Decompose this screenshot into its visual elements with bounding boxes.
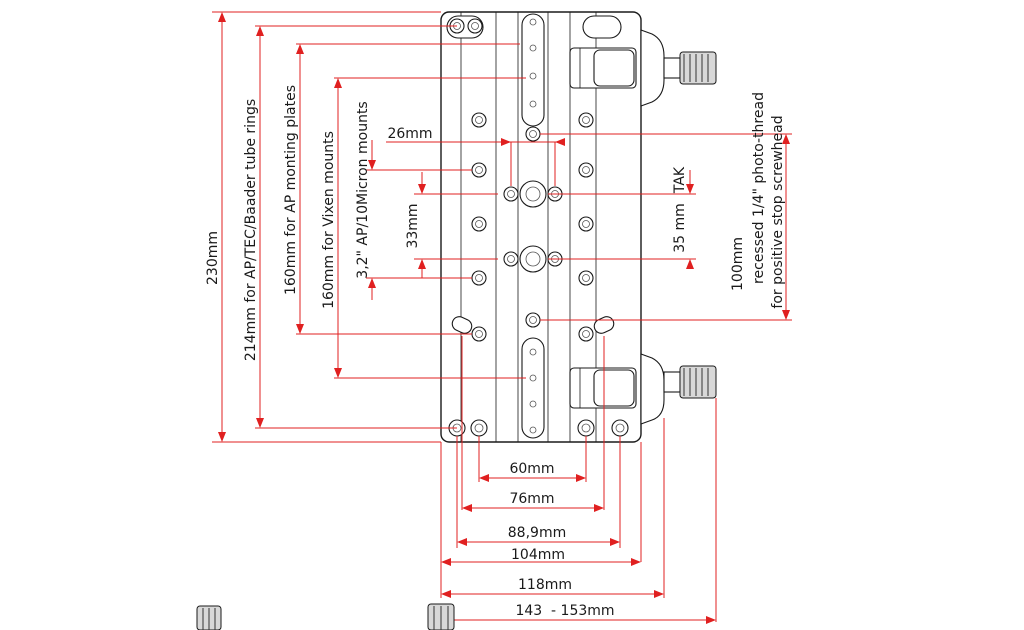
upper-knob: [663, 51, 717, 85]
label-3-2-inch: 3,2" AP/10Micron mounts: [355, 101, 371, 278]
upper-flange: [640, 29, 665, 107]
label-100mm: 100mm: [730, 237, 746, 291]
lower-knob: [663, 365, 717, 399]
inner-dimensions: [386, 133, 792, 321]
label-230mm: 230mm: [205, 231, 221, 285]
corner-slot-tr: [582, 15, 622, 39]
label-60mm: 60mm: [509, 461, 554, 477]
label-33mm: 33mm: [405, 203, 421, 248]
label-214mm: 214mm for AP/TEC/Baader tube rings: [243, 99, 259, 361]
label-88-9mm: 88,9mm: [508, 525, 566, 541]
lower-clamp: [569, 367, 637, 409]
label-143-153mm: 143 - 153mm: [515, 603, 614, 619]
vertical-dimensions: [212, 11, 526, 443]
upper-slot: [521, 13, 545, 127]
label-tak: TAK: [672, 166, 688, 194]
label-stop-screw: for positive stop screwhead: [770, 115, 786, 308]
lower-slot: [521, 337, 545, 439]
label-118mm: 118mm: [518, 577, 572, 593]
label-76mm: 76mm: [509, 491, 554, 507]
label-104mm: 104mm: [511, 547, 565, 563]
label-160mm-vixen: 160mm for Vixen mounts: [321, 131, 337, 309]
label-160mm-ap: 160mm for AP monting plates: [283, 85, 299, 295]
upper-clamp: [569, 47, 637, 89]
bottom-knob-tops: [196, 603, 455, 630]
label-26mm: 26mm: [387, 126, 432, 142]
label-photo-thread: recessed 1/4" photo-thread: [751, 92, 767, 284]
lower-flange: [640, 353, 665, 425]
plate-drawing: [440, 11, 717, 443]
labels: 230mm 214mm for AP/TEC/Baader tube rings…: [205, 85, 786, 619]
label-35mm: 35 mm: [672, 203, 688, 253]
